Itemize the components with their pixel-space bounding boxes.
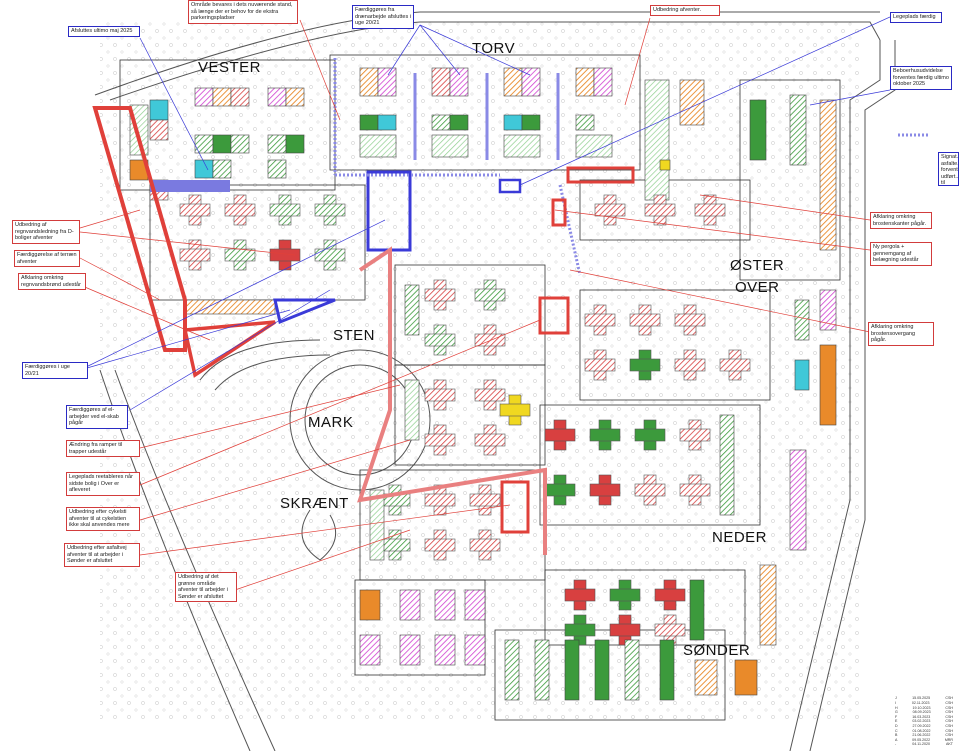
revision-rev: J (895, 696, 897, 701)
note-faerdiggoerelse-terraen: Færdiggørelse af terræn afventer (14, 250, 80, 267)
revision-init: MRR (944, 737, 953, 742)
revision-date: 16.03.2023 (912, 714, 931, 719)
area-label-sten: STEN (333, 327, 375, 344)
revision-row: A 09.05.2022 MRR (895, 738, 953, 743)
note-signat: Signat... asfalte... forvente... udført.… (938, 152, 959, 186)
revision-rev: D (895, 724, 898, 729)
area-label-soender: SØNDER (683, 642, 750, 659)
area-labels: VESTER TORV STEN MARK SKRÆNT ØSTER OVER … (198, 40, 784, 659)
note-ny-pergola: Ny pergola + gennemgang af belægning ude… (870, 242, 932, 266)
revision-init: CSH (945, 719, 953, 724)
revision-row: F 16.03.2023 CSH (895, 715, 953, 720)
revision-date: 27.09.2022 (912, 724, 931, 729)
revision-row: C 01.08.2022 CSH (895, 729, 953, 734)
revision-date: 01.08.2022 (912, 728, 931, 733)
note-udbedring-regnvand: Udbedring af regnvandsledning fra D-boli… (12, 220, 80, 244)
area-label-oester: ØSTER (730, 257, 784, 274)
note-udbedring-asfalt: Udbedring efter asfaltvej afventer til a… (64, 543, 140, 567)
revision-date: 19.10.2023 (912, 705, 931, 710)
note-legeplads-faerdig: Legeplads færdig (890, 12, 942, 23)
note-afklaring-regnvandsbroend: Afklaring omkring regnvandsbrønd udestår (18, 273, 86, 290)
revision-row: D 27.09.2022 CSH (895, 724, 953, 729)
revision-init: CSH (945, 724, 953, 729)
red-markups (92, 106, 635, 555)
revision-init: CSH (945, 705, 953, 710)
note-udbedring-cykelsti: Udbedring efter cykelsti afventer til at… (66, 507, 140, 531)
area-label-neder: NEDER (712, 529, 767, 546)
revision-row: H 19.10.2023 CSH (895, 706, 953, 711)
area-label-mark: MARK (308, 414, 353, 431)
revision-init: AKT (946, 742, 953, 747)
note-udbedring-groenne: Udbedring af det grønne område afventer … (175, 572, 237, 602)
note-faerdiggoeres-draen: Færdiggøres fra drænarbejde afsluttes i … (352, 5, 414, 29)
revision-rev: C (895, 728, 898, 733)
area-label-vester: VESTER (198, 59, 261, 76)
note-faerdiggoeres-elskab: Færdiggøres af el-arbejder ved el-skab p… (66, 405, 128, 429)
revision-rev: F (895, 714, 898, 719)
revision-init: CSH (945, 710, 953, 715)
note-afklaring-brostenskanter: Afklaring omkring brostenskanter pågår. (870, 212, 932, 229)
note-faerdiggoeres-uge: Færdiggøres i uge 20/21 (22, 362, 88, 379)
revision-rev: H (895, 705, 898, 710)
revision-rev: A (895, 737, 898, 742)
revision-row: B 21.06.2022 CSH (895, 733, 953, 738)
revision-date: 02.11.2023 (911, 701, 930, 706)
revision-date: 21.06.2022 (912, 733, 931, 738)
torv-houses (359, 67, 705, 201)
note-beboerhus: Beboerhusudvidelse forventes færdig ulti… (890, 66, 952, 90)
note-afsluttes-ultimo: Afsluttes ultimo maj 2025 (68, 26, 140, 37)
revision-init: CSH (945, 714, 953, 719)
note-afklaring-brostensovergang: Afklaring omkring brostensovergang pågår… (868, 322, 934, 346)
revision-rev: B (895, 733, 898, 738)
side-strips (184, 94, 837, 701)
revision-date: 03.02.2023 (912, 719, 931, 724)
revision-row: E 03.02.2023 CSH (895, 719, 953, 724)
revision-row: G 08.09.2023 CSH (895, 710, 953, 715)
revision-rev: G (895, 710, 898, 715)
revision-row: I 02.11.2023 CSH (895, 701, 953, 706)
revision-init: CSH (945, 701, 953, 706)
leader-lines (79, 16, 891, 591)
revision-date: 09.05.2022 (912, 737, 931, 742)
revision-rev: - (895, 742, 897, 747)
revision-date: 15.05.2025 (912, 696, 931, 701)
area-label-over: OVER (735, 279, 780, 296)
revision-rev: I (895, 701, 896, 706)
area-label-torv: TORV (472, 40, 515, 57)
revision-row: - 04.11.2020 AKT (895, 742, 953, 747)
revision-date: 04.11.2020 (912, 742, 930, 747)
revision-row: J 15.05.2025 CSH (895, 696, 953, 701)
area-label-skraent: SKRÆNT (280, 495, 349, 512)
revision-init: CSH (945, 733, 953, 738)
revision-rev: E (895, 719, 898, 724)
note-legeplads-reetableres: Legeplads reetableres når sidste bolig i… (66, 472, 140, 496)
revision-date: 08.09.2023 (912, 710, 931, 715)
revision-init: CSH (945, 728, 953, 733)
note-aendring-ramper: Ændring fra ramper til trapper udestår (66, 440, 140, 457)
note-udbedring-afventer: Udbedring afventer. (650, 5, 720, 16)
note-omraade-bevares: Område bevares i dets nuværende stand, s… (188, 0, 298, 24)
revision-init: CSH (945, 696, 953, 701)
